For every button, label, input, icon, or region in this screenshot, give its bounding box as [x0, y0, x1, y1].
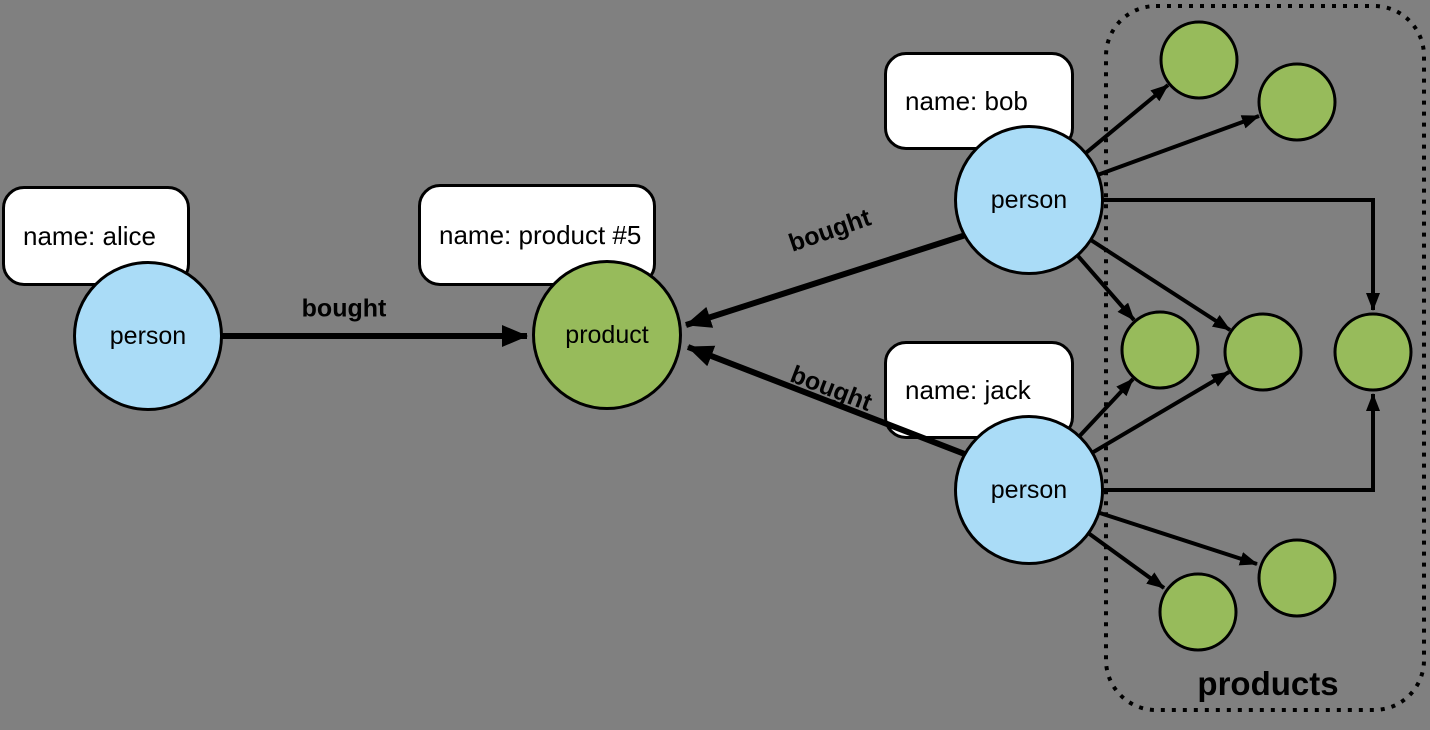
product-node-6: [1158, 572, 1238, 652]
property-text-alice: name: alice: [23, 220, 156, 251]
node-jack: person: [954, 415, 1104, 565]
edge-jack-product-5-elbow: [1029, 393, 1380, 492]
edge-bob-bought-product: [685, 229, 976, 328]
product-node-4: [1223, 312, 1303, 392]
product-node-1: [1159, 20, 1239, 100]
node-label-jack: person: [990, 475, 1068, 504]
product-node-7: [1257, 538, 1337, 618]
node-label-product5: product: [565, 320, 649, 349]
node-label-alice: person: [109, 321, 187, 350]
property-text-bob: name: bob: [905, 85, 1028, 116]
product-node-2: [1257, 62, 1337, 142]
edge-bob-product-5-elbow: [1029, 198, 1380, 311]
property-text-product5: name: product #5: [439, 219, 642, 250]
product-node-3: [1120, 310, 1200, 390]
property-text-jack: name: jack: [905, 374, 1031, 405]
node-label-bob: person: [990, 185, 1068, 214]
product-node-5: [1333, 312, 1413, 392]
edge-label-alice-bought: bought: [301, 294, 387, 323]
products-group-label: products: [1197, 665, 1339, 702]
edge-jack-bought-product: [686, 344, 977, 461]
node-alice: person: [73, 261, 223, 411]
property-box-alice: name: alice: [2, 186, 190, 286]
node-bob: person: [954, 125, 1104, 275]
node-product5: product: [532, 260, 682, 410]
